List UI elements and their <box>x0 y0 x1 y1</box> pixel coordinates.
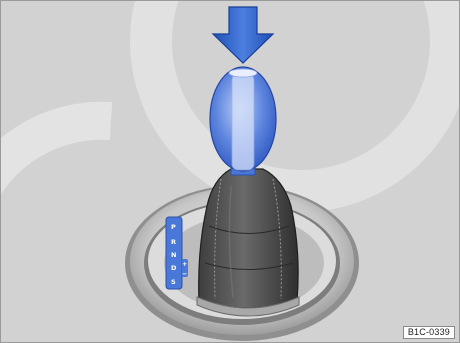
gear-lever-boot <box>199 169 298 308</box>
figure-reference-code: B1C-0339 <box>403 326 455 339</box>
gate-letter-p: P <box>171 223 176 231</box>
gate-mark-minus: − <box>182 270 187 278</box>
gate-letter-n: N <box>171 251 176 259</box>
gate-mark-plus: + <box>182 260 187 268</box>
gate-letter-d: D <box>171 264 177 272</box>
gate-letter-r: R <box>171 238 176 246</box>
down-arrow-icon <box>213 7 273 63</box>
gate-letter-s: S <box>171 278 176 286</box>
